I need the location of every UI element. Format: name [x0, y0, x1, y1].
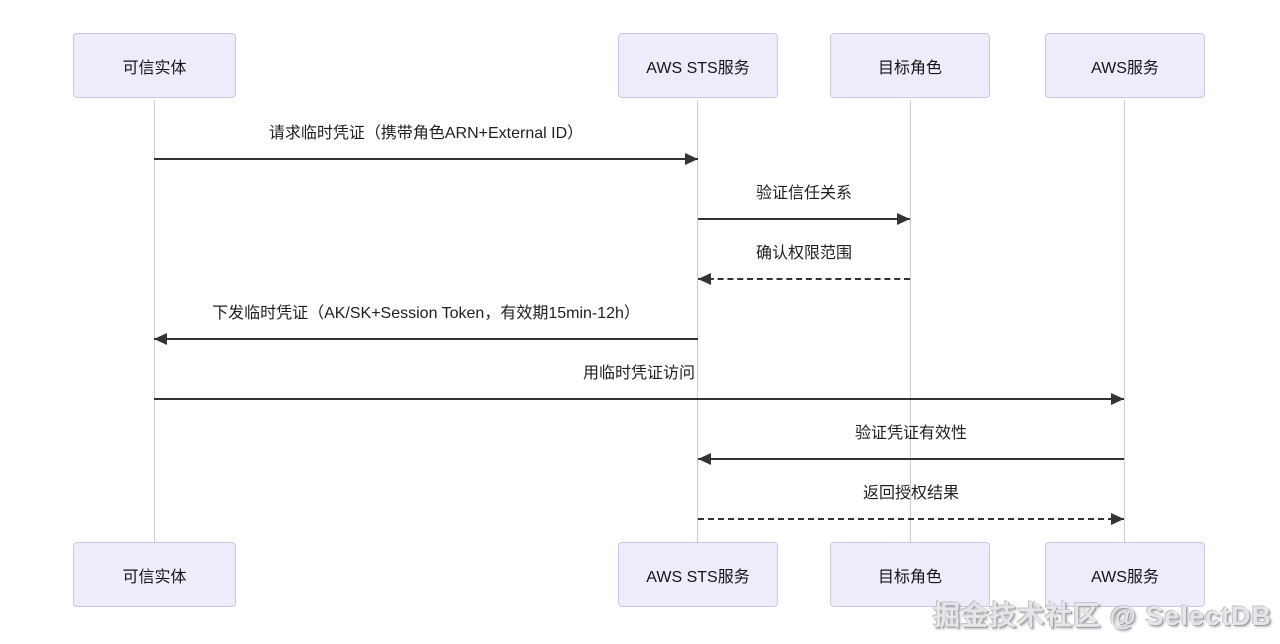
actor-top-trusted-entity: 可信实体	[73, 33, 236, 98]
arrowhead-left-icon	[698, 453, 711, 465]
arrowhead-left-icon	[154, 333, 167, 345]
actor-label: 目标角色	[877, 59, 942, 77]
message-label: 确认权限范围	[755, 245, 852, 262]
message-arrow	[154, 333, 698, 345]
message-arrow	[154, 153, 698, 165]
watermark: 掘金技术社区 @ SelectDB	[933, 601, 1272, 631]
arrowhead-right-icon	[1111, 513, 1124, 525]
message-label: 返回授权结果	[862, 485, 959, 502]
arrowhead-right-icon	[897, 213, 910, 225]
actor-label: AWS服务	[1091, 59, 1159, 77]
actor-bottom-aws-sts: AWS STS服务	[618, 542, 778, 607]
message-arrow	[698, 453, 1124, 465]
actor-top-aws-sts: AWS STS服务	[618, 33, 778, 98]
actor-label: 目标角色	[877, 568, 942, 586]
message-label: 验证凭证有效性	[854, 425, 967, 442]
message-label: 验证信任关系	[755, 185, 852, 202]
message-label: 用临时凭证访问	[582, 365, 695, 382]
actor-label: AWS STS服务	[646, 568, 750, 586]
actor-bottom-trusted-entity: 可信实体	[73, 542, 236, 607]
actor-label: AWS STS服务	[646, 59, 750, 77]
actor-top-target-role: 目标角色	[830, 33, 990, 98]
arrowhead-right-icon	[1111, 393, 1124, 405]
actor-label: 可信实体	[122, 59, 187, 77]
arrowhead-right-icon	[685, 153, 698, 165]
message-arrow	[698, 213, 910, 225]
actor-label: AWS服务	[1091, 568, 1159, 586]
actor-bottom-aws-service: AWS服务	[1045, 542, 1205, 607]
actor-top-aws-service: AWS服务	[1045, 33, 1205, 98]
arrowhead-left-icon	[698, 273, 711, 285]
message-arrow	[154, 393, 1124, 405]
lifeline-aws-sts	[697, 100, 698, 542]
message-arrow	[698, 513, 1124, 525]
message-arrow	[698, 273, 910, 285]
message-label: 下发临时凭证（AK/SK+Session Token，有效期15min-12h）	[212, 305, 640, 322]
actor-label: 可信实体	[122, 568, 187, 586]
lifeline-target-role	[910, 100, 911, 542]
lifeline-aws-service	[1124, 100, 1125, 542]
message-label: 请求临时凭证（携带角色ARN+External ID）	[268, 125, 584, 142]
lifeline-trusted-entity	[154, 100, 155, 542]
actor-bottom-target-role: 目标角色	[830, 542, 990, 607]
